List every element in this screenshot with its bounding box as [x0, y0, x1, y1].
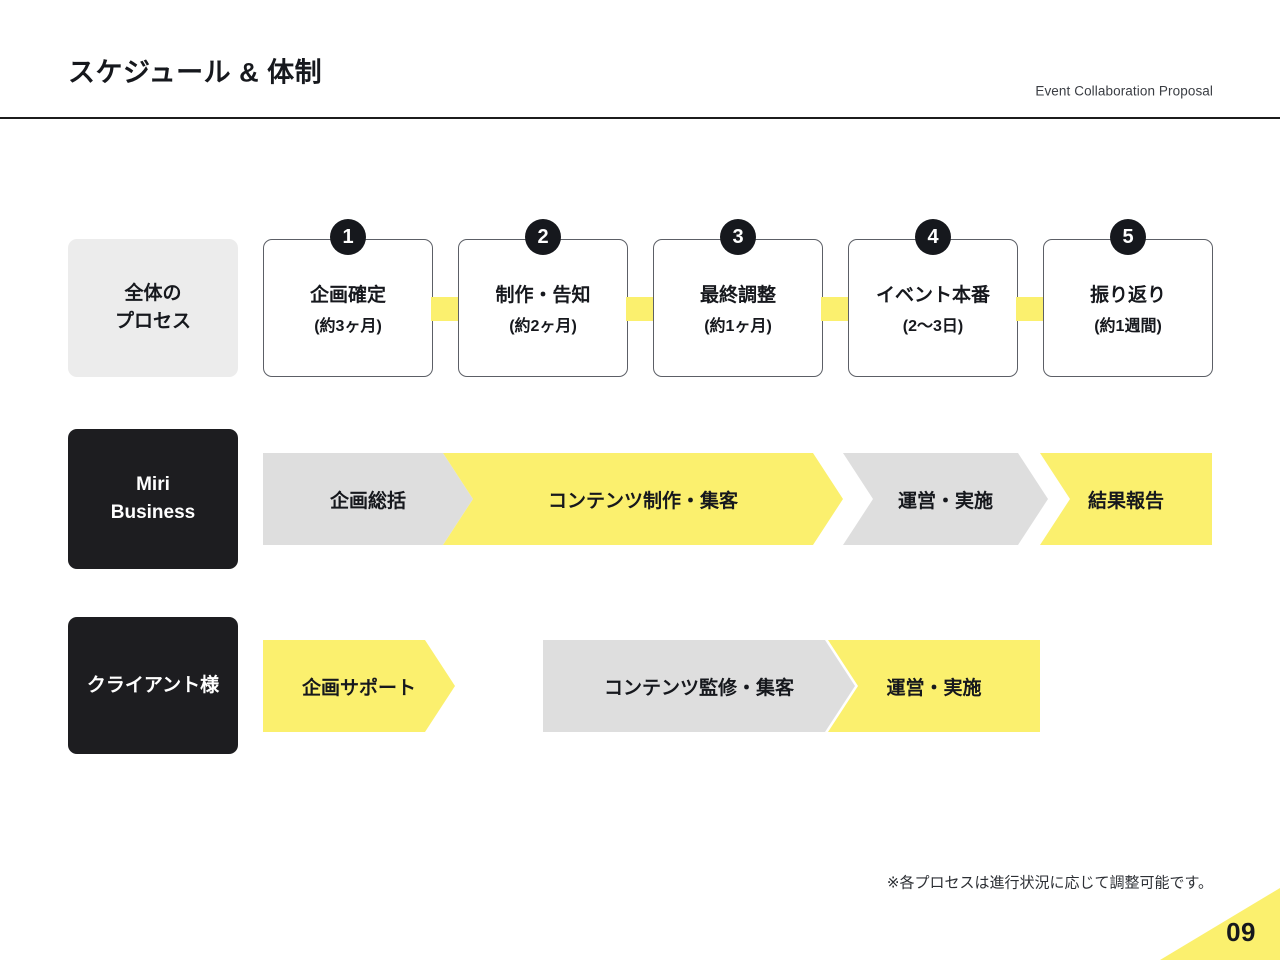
row-label-overall-process: 全体の プロセス — [68, 239, 238, 377]
process-step-5[interactable]: 5 振り返り (約1週間) — [1043, 219, 1213, 377]
step-title-5: 振り返り — [1089, 285, 1166, 306]
row-label-miri-business: Miri Business — [68, 429, 238, 569]
footnote: ※各プロセスは進行状況に応じて調整可能です。 — [886, 874, 1213, 892]
step-duration-1: (約3ヶ月) — [314, 318, 382, 335]
step-number-badge-4: 4 — [915, 219, 951, 255]
process-step-3[interactable]: 3 最終調整 (約1ヶ月) — [653, 219, 823, 377]
miri-phase-3[interactable]: 運営・実施 — [843, 453, 1048, 545]
client-phase-1-label: 企画サポート — [301, 677, 416, 699]
row-label-text: クライアント様 — [86, 674, 220, 696]
page-number: 09 — [1226, 917, 1256, 947]
step-duration-3: (約1ヶ月) — [704, 318, 772, 335]
miri-phase-2-label: コンテンツ制作・集客 — [547, 490, 738, 512]
client-phase-3[interactable]: 運営・実施 — [828, 640, 1040, 732]
client-phase-2-label: コンテンツ監修・集客 — [603, 677, 794, 699]
page-title: スケジュール & 体制 — [68, 57, 323, 88]
row-label-client: クライアント様 — [68, 617, 238, 754]
step-duration-5: (約1週間) — [1094, 318, 1162, 335]
process-connector-1-2 — [431, 297, 459, 321]
slide-header: スケジュール & 体制 Event Collaboration Proposal — [0, 0, 1280, 119]
step-title-3: 最終調整 — [699, 285, 776, 306]
step-number-badge-2: 2 — [525, 219, 561, 255]
miri-phase-1[interactable]: 企画総括 — [263, 453, 473, 545]
miri-phase-2[interactable]: コンテンツ制作・集客 — [443, 453, 843, 545]
process-step-1[interactable]: 1 企画確定 (約3ヶ月) — [263, 219, 433, 377]
process-connector-2-3 — [626, 297, 654, 321]
client-phase-3-label: 運営・実施 — [886, 677, 982, 699]
step-number-badge-3: 3 — [720, 219, 756, 255]
step-number-badge-1: 1 — [330, 219, 366, 255]
client-phase-2[interactable]: コンテンツ監修・集客 — [543, 640, 855, 732]
client-phase-1[interactable]: 企画サポート — [263, 640, 455, 732]
row-label-text: 全体の プロセス — [114, 283, 191, 332]
deck-subtitle: Event Collaboration Proposal — [1035, 83, 1213, 99]
step-number-badge-5: 5 — [1110, 219, 1146, 255]
step-title-1: 企画確定 — [309, 285, 386, 306]
step-duration-4: (2〜3日) — [902, 318, 964, 335]
process-connector-4-5 — [1016, 297, 1044, 321]
miri-phase-4-label: 結果報告 — [1087, 490, 1164, 512]
step-duration-2: (約2ヶ月) — [509, 318, 577, 335]
step-title-4: イベント本番 — [875, 285, 990, 306]
process-step-4[interactable]: 4 イベント本番 (2〜3日) — [848, 219, 1018, 377]
step-title-2: 制作・告知 — [495, 285, 591, 306]
process-connector-3-4 — [821, 297, 849, 321]
miri-phase-4[interactable]: 結果報告 — [1040, 453, 1212, 545]
corner-accent-triangle — [1160, 888, 1280, 960]
row-label-text: Miri Business — [110, 474, 196, 523]
process-step-2[interactable]: 2 制作・告知 (約2ヶ月) — [458, 219, 628, 377]
miri-phase-3-label: 運営・実施 — [897, 490, 993, 512]
miri-phase-1-label: 企画総括 — [329, 490, 406, 512]
